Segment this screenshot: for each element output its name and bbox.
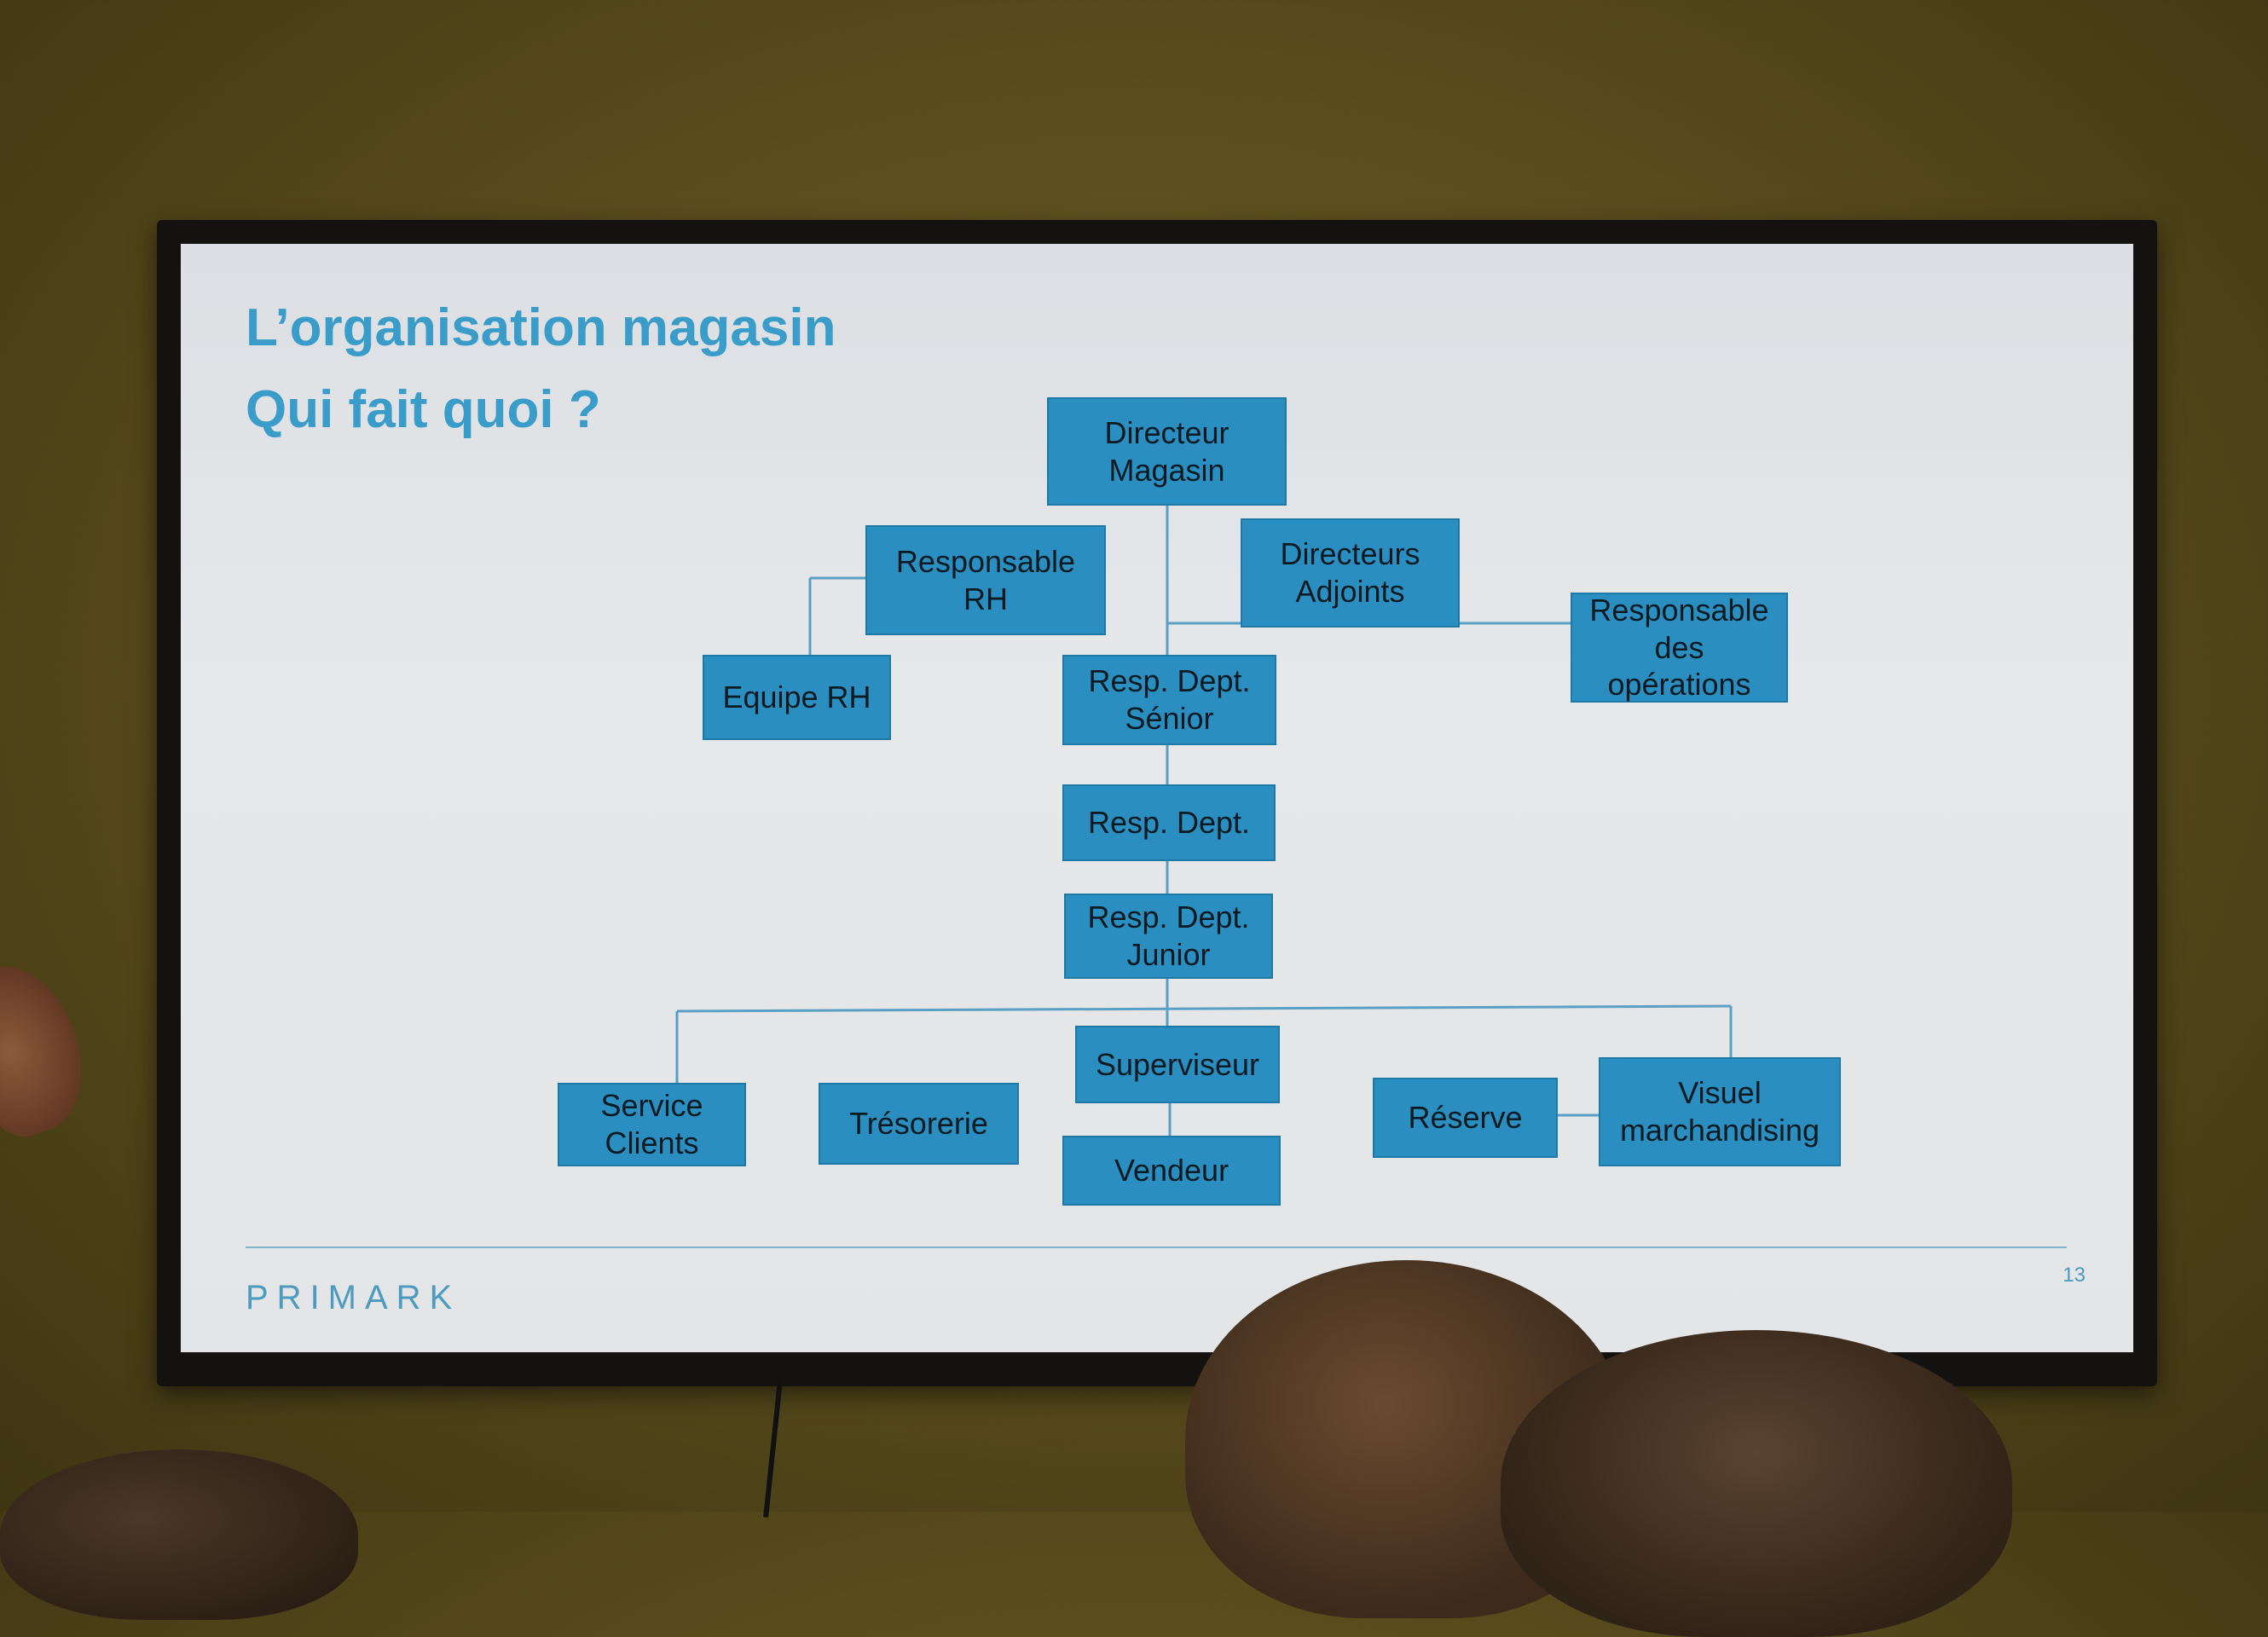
org-node-service-clients: Service Clients <box>558 1083 746 1166</box>
org-node-equipe-rh: Equipe RH <box>703 655 891 740</box>
org-node-tresorerie: Trésorerie <box>819 1083 1019 1165</box>
org-node-resp-dept-junior: Resp. Dept. Junior <box>1064 894 1273 979</box>
org-node-vendeur: Vendeur <box>1062 1136 1281 1206</box>
org-node-label: Directeurs Adjoints <box>1280 536 1420 609</box>
org-node-responsable-rh: Responsable RH <box>865 525 1106 635</box>
org-node-label: Directeur Magasin <box>1104 414 1229 488</box>
slide-page-number: 13 <box>2063 1264 2086 1287</box>
org-node-label: Superviseur <box>1095 1046 1260 1082</box>
audience-head-3 <box>0 1449 358 1620</box>
org-node-resp-dept: Resp. Dept. <box>1062 784 1276 861</box>
org-node-label: Responsable des opérations <box>1589 592 1769 703</box>
org-node-label: Vendeur <box>1114 1153 1229 1189</box>
primark-logo: PRIMARK <box>246 1279 461 1316</box>
org-node-reserve: Réserve <box>1373 1078 1558 1158</box>
audience-head-2 <box>1501 1330 2012 1637</box>
org-node-superviseur: Superviseur <box>1075 1026 1280 1103</box>
org-node-directeur-magasin: Directeur Magasin <box>1047 397 1287 506</box>
org-node-label: Trésorerie <box>849 1106 988 1142</box>
org-node-directeurs-adjoints: Directeurs Adjoints <box>1241 518 1460 628</box>
org-node-label: Resp. Dept. <box>1087 805 1251 841</box>
slide-title: L’organisation magasin <box>246 298 836 357</box>
org-node-label: Resp. Dept. Junior <box>1087 899 1250 972</box>
org-node-label: Visuel marchandising <box>1619 1075 1820 1148</box>
org-node-label: Responsable RH <box>895 543 1076 616</box>
org-node-visuel-marchandising: Visuel marchandising <box>1599 1057 1841 1166</box>
org-node-responsable-operations: Responsable des opérations <box>1571 593 1788 703</box>
org-node-label: Resp. Dept. Sénior <box>1088 663 1251 736</box>
slide-subtitle: Qui fait quoi ? <box>246 380 601 439</box>
presentation-slide: L’organisation magasin Qui fait quoi ? <box>181 244 2133 1352</box>
footer-divider <box>246 1247 2067 1248</box>
org-node-label: Service Clients <box>600 1088 703 1160</box>
org-node-label: Réserve <box>1408 1100 1523 1136</box>
connector-bus <box>676 1004 1732 1013</box>
org-node-resp-dept-senior: Resp. Dept. Sénior <box>1062 655 1276 745</box>
org-chart-connectors <box>675 504 1733 1137</box>
org-node-label: Equipe RH <box>722 680 871 715</box>
